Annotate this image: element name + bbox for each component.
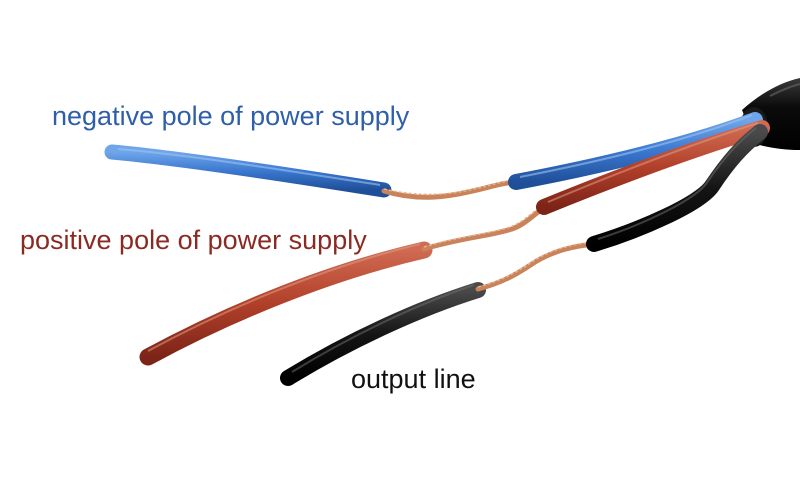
negative-pole-label: negative pole of power supply — [52, 101, 410, 131]
black-wire-copper-strands — [475, 241, 597, 292]
red-wire-copper-strands — [421, 205, 547, 252]
positive-pole-label: positive pole of power supply — [20, 225, 367, 255]
blue-wire-copper-strands — [381, 179, 519, 200]
output-line-label: output line — [351, 364, 476, 394]
black-wire — [280, 124, 768, 386]
blue-wire — [104, 112, 763, 200]
red-wire — [139, 120, 770, 366]
